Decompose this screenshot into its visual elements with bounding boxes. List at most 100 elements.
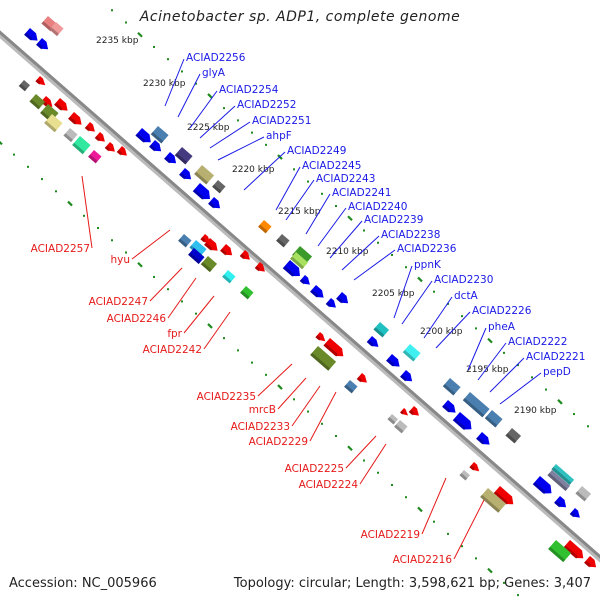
forward-gene-arrow-body	[532, 476, 552, 494]
forward-gene-box-shade	[551, 467, 572, 486]
forward-gene-arrow-shade	[366, 339, 374, 347]
outer-reverse-ticks-major-tick	[487, 567, 493, 574]
outer-forward-ticks-major-tick	[417, 276, 423, 283]
reverse-gene-arrow-body	[584, 556, 597, 568]
outer-forward-ticks-minor-tick	[251, 131, 253, 134]
forward-gene-arrow-shade	[386, 358, 395, 368]
reverse-leader-line	[131, 229, 171, 260]
forward-gene-box	[290, 252, 309, 270]
reverse-gene-label: ACIAD2216	[393, 554, 453, 566]
forward-gene-label: ACIAD2243	[316, 173, 375, 185]
reverse-gene-label: ACIAD2257	[31, 243, 90, 255]
reverse-gene-arrow-body	[104, 142, 115, 152]
reverse-gene-box-body	[178, 234, 192, 248]
forward-gene-arrow-body	[569, 508, 580, 518]
kbp-tick-label: 2195 kbp	[466, 365, 509, 375]
forward-gene-arrow-body	[299, 275, 310, 285]
outer-forward-ticks-minor-tick	[223, 107, 225, 110]
reverse-leader-line	[421, 477, 447, 535]
forward-gene-box-shade	[575, 491, 587, 502]
forward-gene-arrow-shade	[532, 482, 546, 495]
outer-forward-ticks-minor-tick	[125, 21, 127, 24]
forward-gene-arrow-body	[24, 28, 38, 41]
reverse-gene-box-body	[480, 488, 507, 513]
forward-gene-label: ACIAD2222	[508, 336, 567, 348]
reverse-gene-box-shade	[188, 252, 201, 264]
reverse-gene-label: ACIAD2247	[89, 296, 148, 308]
reverse-gene-arrow-shade	[584, 560, 591, 568]
forward-gene-label: ACIAD2249	[287, 145, 346, 157]
outer-forward-ticks-minor-tick	[195, 82, 197, 85]
reverse-gene-box-body	[222, 270, 236, 284]
forward-gene-box-shade	[276, 238, 286, 248]
outer-forward-ticks-major-tick	[557, 399, 563, 405]
forward-gene-box-body	[505, 428, 522, 444]
forward-gene-label: pheA	[488, 321, 516, 333]
reverse-gene-label: ACIAD2235	[197, 391, 256, 403]
forward-gene-arrow	[36, 38, 49, 50]
reverse-gene-arrow-shade	[254, 265, 260, 272]
forward-gene-label: ACIAD2256	[186, 52, 246, 64]
outer-forward-ticks-minor-tick	[405, 266, 407, 269]
outer-forward-ticks-minor-tick	[531, 376, 533, 379]
reverse-gene-box	[178, 234, 192, 248]
outer-forward-ticks-minor-tick	[307, 180, 309, 183]
outer-reverse-ticks-minor-tick	[27, 165, 29, 168]
forward-gene-box-shade	[49, 27, 59, 37]
reverse-gene-arrow-body	[408, 406, 419, 416]
reverse-gene-box-shade	[394, 424, 404, 434]
forward-gene-box	[276, 234, 290, 248]
outer-reverse-ticks-minor-tick	[475, 557, 477, 560]
reverse-gene-arrow-body	[493, 486, 514, 505]
reverse-gene-arrow-shade	[400, 410, 404, 415]
forward-gene-arrow-shade	[554, 500, 561, 508]
forward-gene-box-shade	[402, 350, 416, 362]
forward-leader-line	[189, 90, 218, 129]
forward-gene-arrow-shade	[282, 266, 294, 278]
outer-forward-ticks-minor-tick	[237, 119, 239, 122]
reverse-gene-arrow	[104, 142, 115, 152]
forward-gene-box-body	[150, 126, 169, 144]
reverse-leader-line	[257, 363, 293, 397]
reverse-gene-arrow	[469, 462, 480, 472]
kbp-tick-label: 2215 kbp	[278, 207, 321, 217]
forward-leader-line	[177, 73, 201, 118]
forward-gene-box-body	[575, 486, 592, 502]
outer-reverse-ticks-minor-tick	[265, 373, 267, 376]
forward-gene-box-body	[551, 464, 575, 486]
forward-gene-arrow-shade	[336, 296, 343, 304]
reverse-gene-box-body	[548, 540, 572, 563]
forward-gene-box-body	[258, 220, 272, 234]
reverse-gene-arrow-shade	[356, 376, 362, 383]
kbp-tick-label: 2225 kbp	[187, 123, 230, 133]
outer-reverse-ticks-major-tick	[137, 261, 143, 268]
reverse-gene-arrow-shade	[94, 135, 100, 142]
forward-leader-line	[467, 327, 487, 371]
forward-gene-label: ACIAD2236	[397, 243, 457, 255]
reverse-gene-box-body	[88, 150, 102, 164]
reverse-gene-arrow-shade	[84, 125, 90, 132]
reverse-gene-arrow-body	[323, 338, 344, 357]
forward-gene-box-shade	[212, 184, 222, 194]
forward-gene-box-body	[276, 234, 290, 248]
forward-gene-box	[194, 165, 215, 185]
outer-forward-ticks-minor-tick	[293, 168, 295, 171]
reverse-gene-arrow	[408, 406, 419, 416]
forward-gene-label: ACIAD2226	[472, 305, 532, 317]
forward-gene-arrow-shade	[24, 32, 33, 42]
reverse-leader-line	[359, 443, 387, 485]
forward-leader-line	[477, 342, 507, 381]
forward-leader-line	[341, 235, 380, 271]
reverse-gene-box	[200, 256, 218, 273]
forward-gene-arrow	[452, 412, 472, 431]
outer-reverse-ticks-minor-tick	[167, 288, 169, 291]
reverse-gene-arrow	[35, 76, 46, 86]
forward-leader-line	[275, 166, 301, 211]
forward-gene-box-body	[402, 344, 421, 362]
reverse-gene-box	[72, 136, 91, 155]
forward-gene-arrow-shade	[164, 156, 171, 164]
forward-gene-label: ACIAD2252	[237, 99, 296, 111]
outer-reverse-ticks-minor-tick	[335, 435, 337, 438]
forward-gene-arrow-shade	[325, 301, 331, 308]
reverse-gene-arrow	[323, 338, 344, 358]
